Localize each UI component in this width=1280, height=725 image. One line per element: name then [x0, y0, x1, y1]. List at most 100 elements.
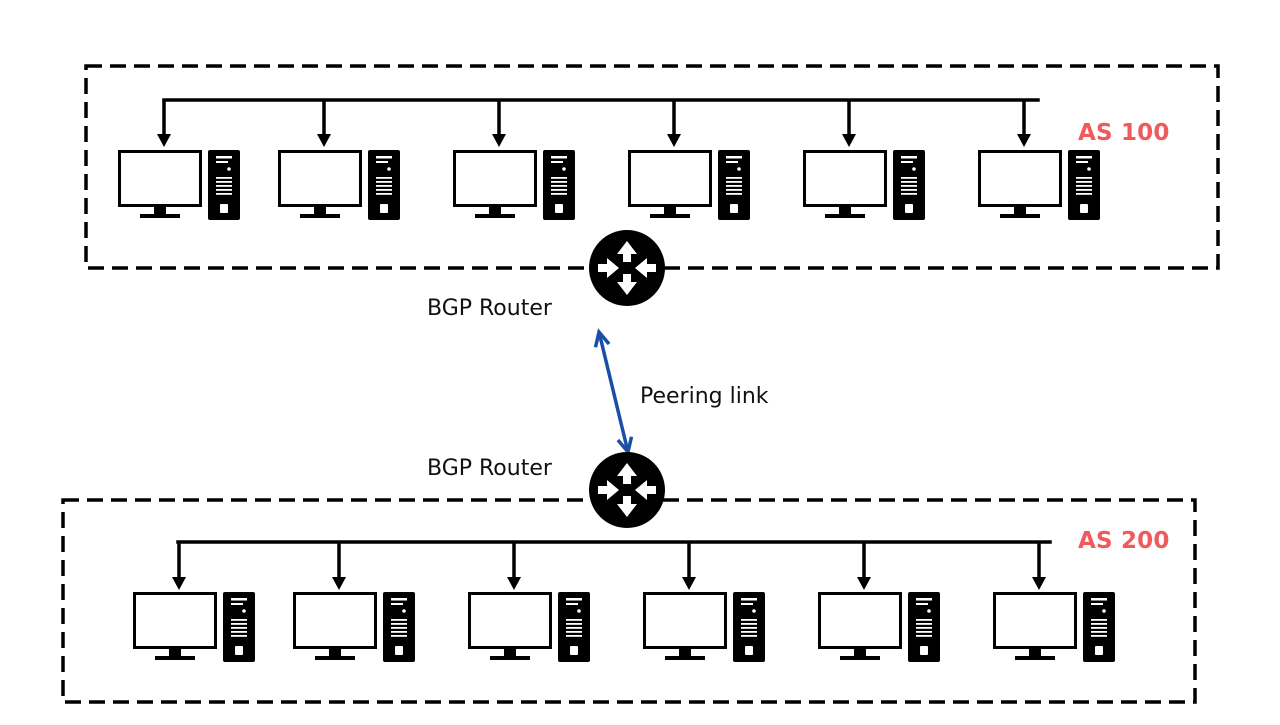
tower-vent	[376, 189, 392, 191]
tower-vent	[376, 181, 392, 183]
tower-slot	[901, 161, 913, 163]
tower-vent	[551, 189, 567, 191]
tower-drive-bay	[905, 204, 913, 213]
monitor-screen	[133, 592, 217, 649]
arrow-down-icon	[617, 496, 637, 517]
tower-drive-bay	[555, 204, 563, 213]
monitor-screen	[993, 592, 1077, 649]
tower-vent	[551, 193, 567, 195]
monitor-stand	[854, 649, 866, 657]
tower-vent	[1091, 623, 1107, 625]
tower-vent	[566, 619, 582, 621]
desktop-computer-icon	[453, 150, 575, 220]
tower-led	[1087, 167, 1091, 171]
tower-vent	[1091, 627, 1107, 629]
tower-slot	[916, 603, 928, 605]
monitor-stand	[154, 207, 166, 215]
monitor-base	[140, 214, 180, 218]
tower-vent	[741, 619, 757, 621]
tower-slot	[376, 161, 388, 163]
tower-vent	[1091, 635, 1107, 637]
monitor-stand	[169, 649, 181, 657]
monitor-screen	[818, 592, 902, 649]
tower-slot	[231, 598, 247, 601]
monitor-base	[490, 656, 530, 660]
tower-vent	[216, 189, 232, 191]
as-100-label: AS 100	[1078, 120, 1170, 146]
tower-led	[227, 167, 231, 171]
tower-drive-bay	[220, 204, 228, 213]
tower-vent	[916, 631, 932, 633]
monitor-base	[840, 656, 880, 660]
arrow-down-icon	[507, 577, 521, 590]
arrow-down-icon	[617, 274, 637, 295]
monitor-stand	[314, 207, 326, 215]
tower-slot	[916, 598, 932, 601]
desktop-computer-icon	[133, 592, 255, 662]
arrow-down-icon	[317, 134, 331, 147]
tower-drive-bay	[1095, 646, 1103, 655]
monitor-stand	[839, 207, 851, 215]
arrow-down-icon	[172, 577, 186, 590]
tower-vent	[391, 619, 407, 621]
monitor-screen	[803, 150, 887, 207]
tower-led	[927, 609, 931, 613]
tower-slot	[551, 156, 567, 159]
as-200-label: AS 200	[1078, 528, 1170, 554]
tower-vent	[726, 193, 742, 195]
tower-led	[402, 609, 406, 613]
monitor-base	[475, 214, 515, 218]
monitor-screen	[628, 150, 712, 207]
tower-vent	[1076, 185, 1092, 187]
arrow-down-icon	[1032, 577, 1046, 590]
monitor-base	[300, 214, 340, 218]
tower-slot	[741, 598, 757, 601]
monitor-screen	[978, 150, 1062, 207]
monitor-stand	[679, 649, 691, 657]
tower-slot	[726, 161, 738, 163]
arrow-down-icon	[492, 134, 506, 147]
arrow-down-icon	[667, 134, 681, 147]
tower-drive-bay	[570, 646, 578, 655]
monitor-base	[650, 214, 690, 218]
tower-vent	[916, 619, 932, 621]
tower-drive-bay	[920, 646, 928, 655]
tower-slot	[391, 603, 403, 605]
tower-vent	[551, 181, 567, 183]
tower-led	[752, 609, 756, 613]
monitor-screen	[643, 592, 727, 649]
tower-vent	[741, 623, 757, 625]
desktop-computer-icon	[818, 592, 940, 662]
tower-vent	[916, 635, 932, 637]
desktop-computer-icon	[628, 150, 750, 220]
tower-slot	[551, 161, 563, 163]
monitor-screen	[453, 150, 537, 207]
monitor-screen	[118, 150, 202, 207]
tower-slot	[901, 156, 917, 159]
tower-vent	[551, 177, 567, 179]
arrow-up-icon	[617, 463, 637, 484]
tower-vent	[726, 185, 742, 187]
tower-vent	[566, 627, 582, 629]
desktop-computer-icon	[118, 150, 240, 220]
tower-vent	[1076, 189, 1092, 191]
desktop-computer-icon	[643, 592, 765, 662]
tower-vent	[741, 635, 757, 637]
tower-vent	[391, 631, 407, 633]
arrow-right-icon	[598, 480, 619, 500]
tower-vent	[1076, 193, 1092, 195]
tower-vent	[231, 631, 247, 633]
tower-slot	[231, 603, 243, 605]
monitor-screen	[468, 592, 552, 649]
desktop-computer-icon	[293, 592, 415, 662]
tower-vent	[901, 185, 917, 187]
tower-vent	[231, 619, 247, 621]
monitor-base	[825, 214, 865, 218]
tower-vent	[551, 185, 567, 187]
tower-slot	[1091, 603, 1103, 605]
monitor-stand	[664, 207, 676, 215]
peering-link-line	[598, 335, 629, 449]
tower-drive-bay	[395, 646, 403, 655]
arrow-left-icon	[635, 480, 656, 500]
